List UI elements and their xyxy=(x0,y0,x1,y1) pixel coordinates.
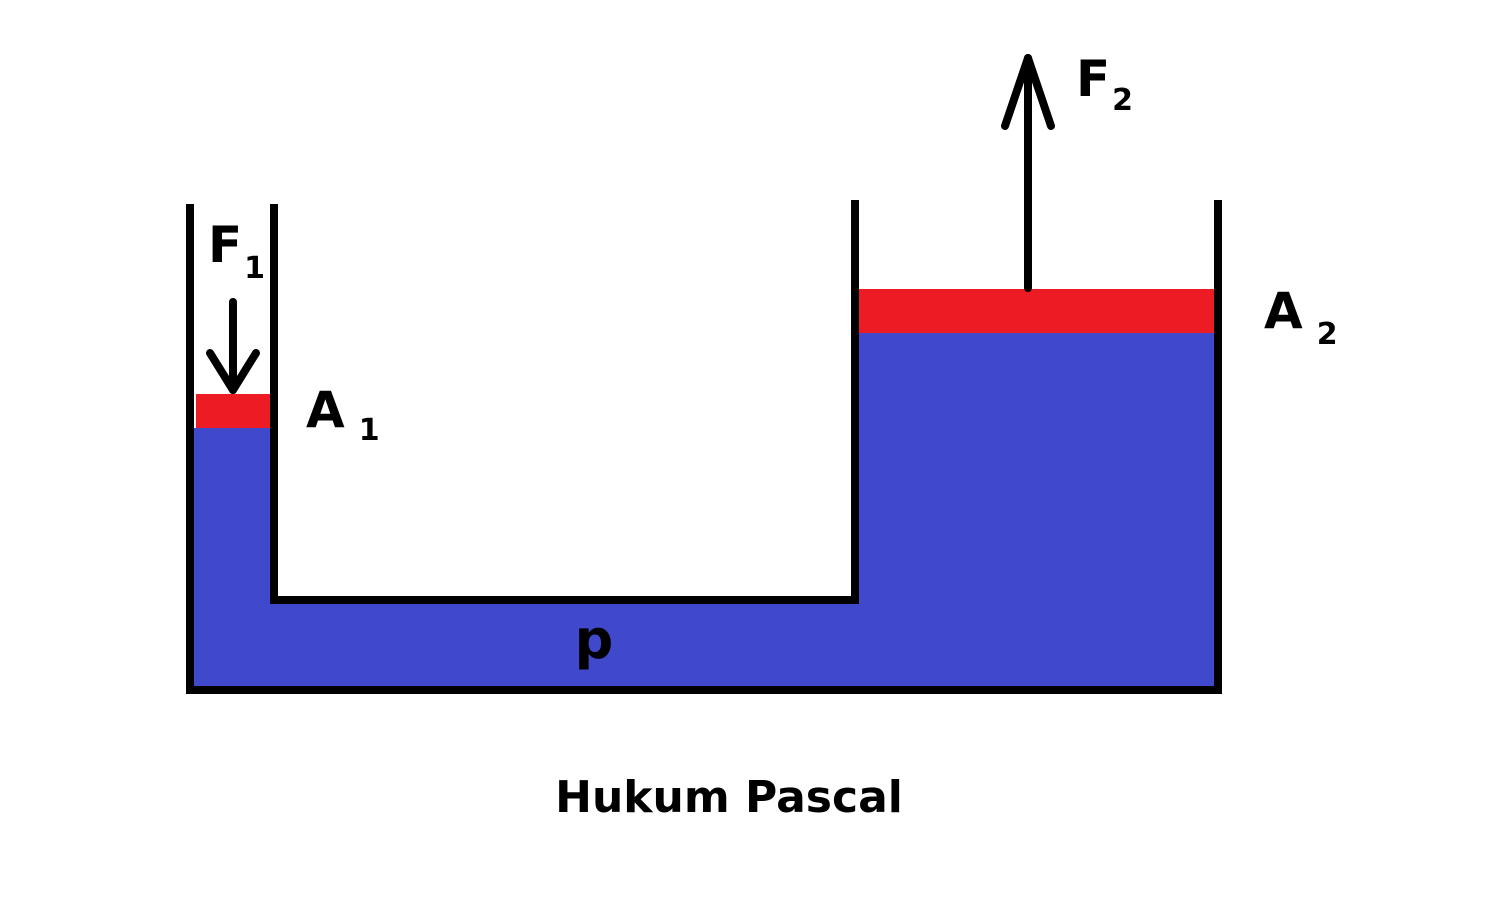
label-f2: F2 xyxy=(1076,50,1133,118)
fluid-large-column xyxy=(855,332,1220,690)
arrow-up-icon xyxy=(1001,54,1055,292)
inner-wall xyxy=(270,200,859,604)
fluid xyxy=(190,332,1220,690)
label-f1: F1 xyxy=(208,216,265,286)
outer-wall xyxy=(186,200,1222,694)
arrow-down-icon xyxy=(206,298,260,394)
label-pressure: p xyxy=(575,608,614,671)
small-piston xyxy=(196,394,270,428)
diagram-caption: Hukum Pascal xyxy=(555,772,903,823)
large-piston xyxy=(859,289,1214,333)
container-walls xyxy=(186,200,1222,694)
